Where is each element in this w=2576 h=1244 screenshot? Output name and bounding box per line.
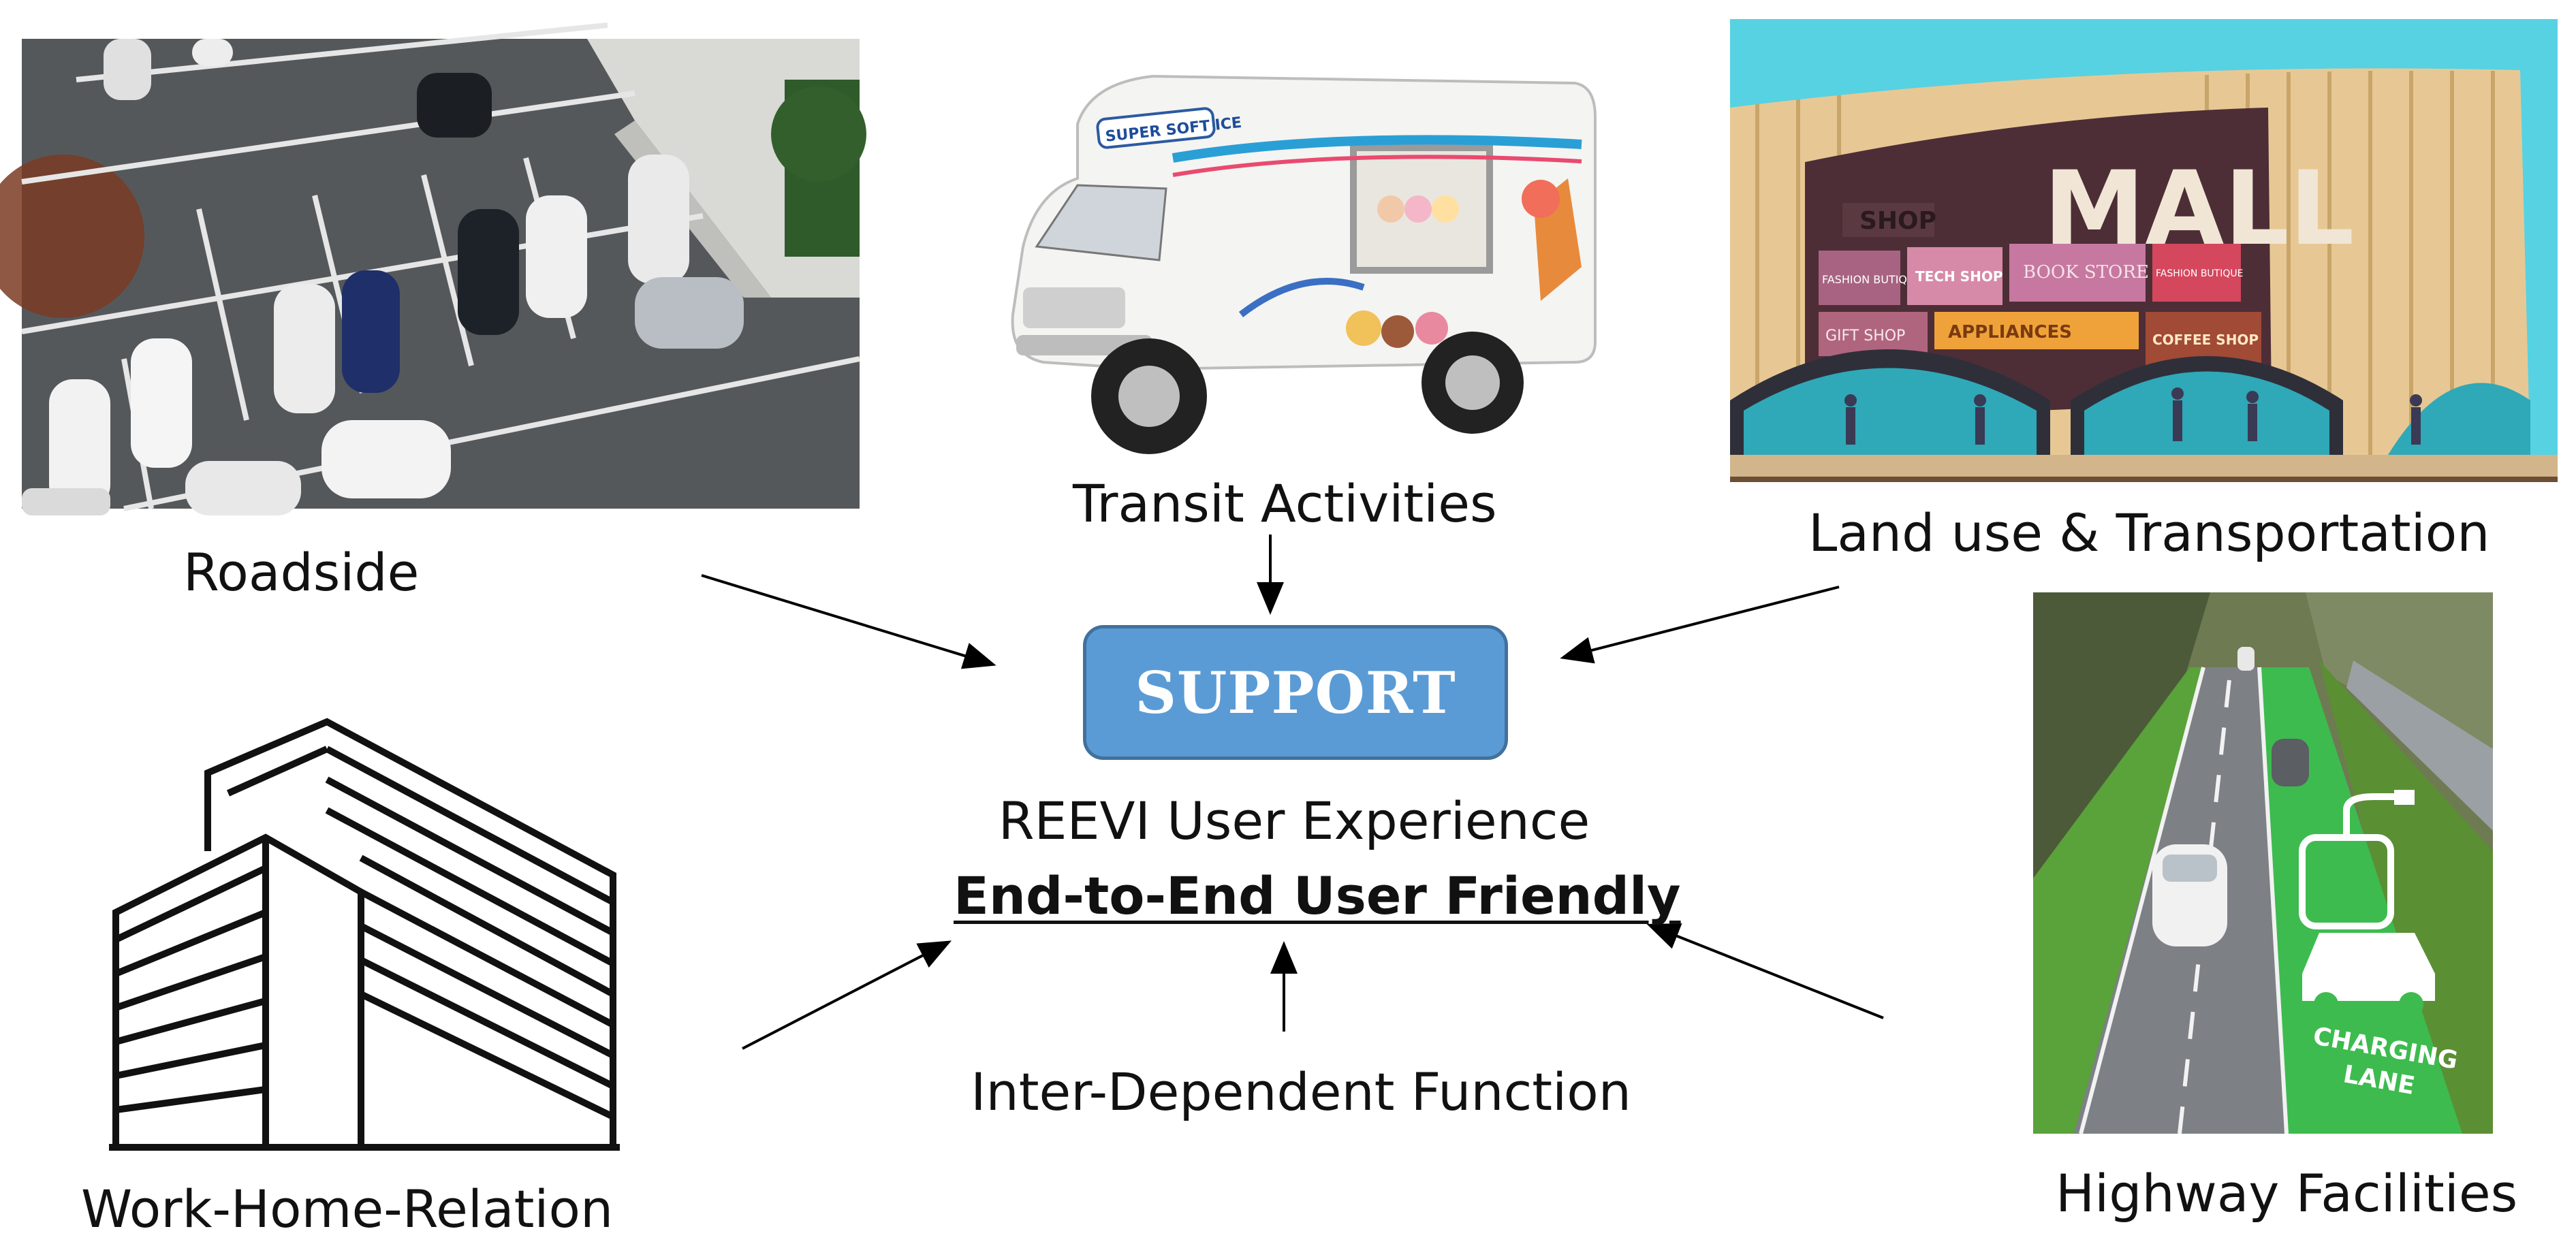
svg-text:APPLIANCES: APPLIANCES <box>1948 322 2072 342</box>
svg-text:FASHION BUTIQUE: FASHION BUTIQUE <box>2156 268 2243 279</box>
parking-lot-photo <box>0 22 866 515</box>
building-outline-icon <box>109 718 620 1151</box>
highway-facilities-label: Highway Facilities <box>2056 1163 2518 1224</box>
end-to-end-user-friendly-label: End-to-End User Friendly <box>954 865 1681 926</box>
svg-text:GIFT SHOP: GIFT SHOP <box>1825 328 1905 345</box>
svg-text:SHOP: SHOP <box>1859 207 1936 235</box>
reevi-user-experience-label: REEVI User Experience <box>998 791 1590 851</box>
charging-lane-photo: CHARGING LANE <box>2033 592 2493 1134</box>
roadside-label: Roadside <box>183 542 420 603</box>
arrow-roadside <box>701 574 996 669</box>
arrow-landuse <box>1560 586 1840 664</box>
arrow-highway <box>1646 923 1884 1019</box>
transit-activities-label: Transit Activities <box>1073 473 1497 534</box>
svg-text:TECH SHOP: TECH SHOP <box>1915 268 2003 285</box>
arrow-work <box>742 940 952 1050</box>
work-home-relation-label: Work-Home-Relation <box>81 1179 614 1239</box>
svg-text:BOOK STORE: BOOK STORE <box>2023 262 2149 283</box>
svg-text:COFFEE SHOP: COFFEE SHOP <box>2152 332 2259 348</box>
mall-illustration: MALL SHOP FASHION BUTIQUE TECH SHOP BOOK… <box>1730 19 2558 482</box>
svg-text:FASHION BUTIQUE: FASHION BUTIQUE <box>1822 273 1922 286</box>
support-box: SUPPORT <box>1083 625 1508 760</box>
inter-dependent-function-label: Inter-Dependent Function <box>971 1062 1631 1122</box>
support-label: SUPPORT <box>1135 658 1456 727</box>
land-use-transportation-label: Land use & Transportation <box>1808 503 2490 563</box>
food-truck-photo: SUPER SOFT ICE <box>1011 74 1597 454</box>
